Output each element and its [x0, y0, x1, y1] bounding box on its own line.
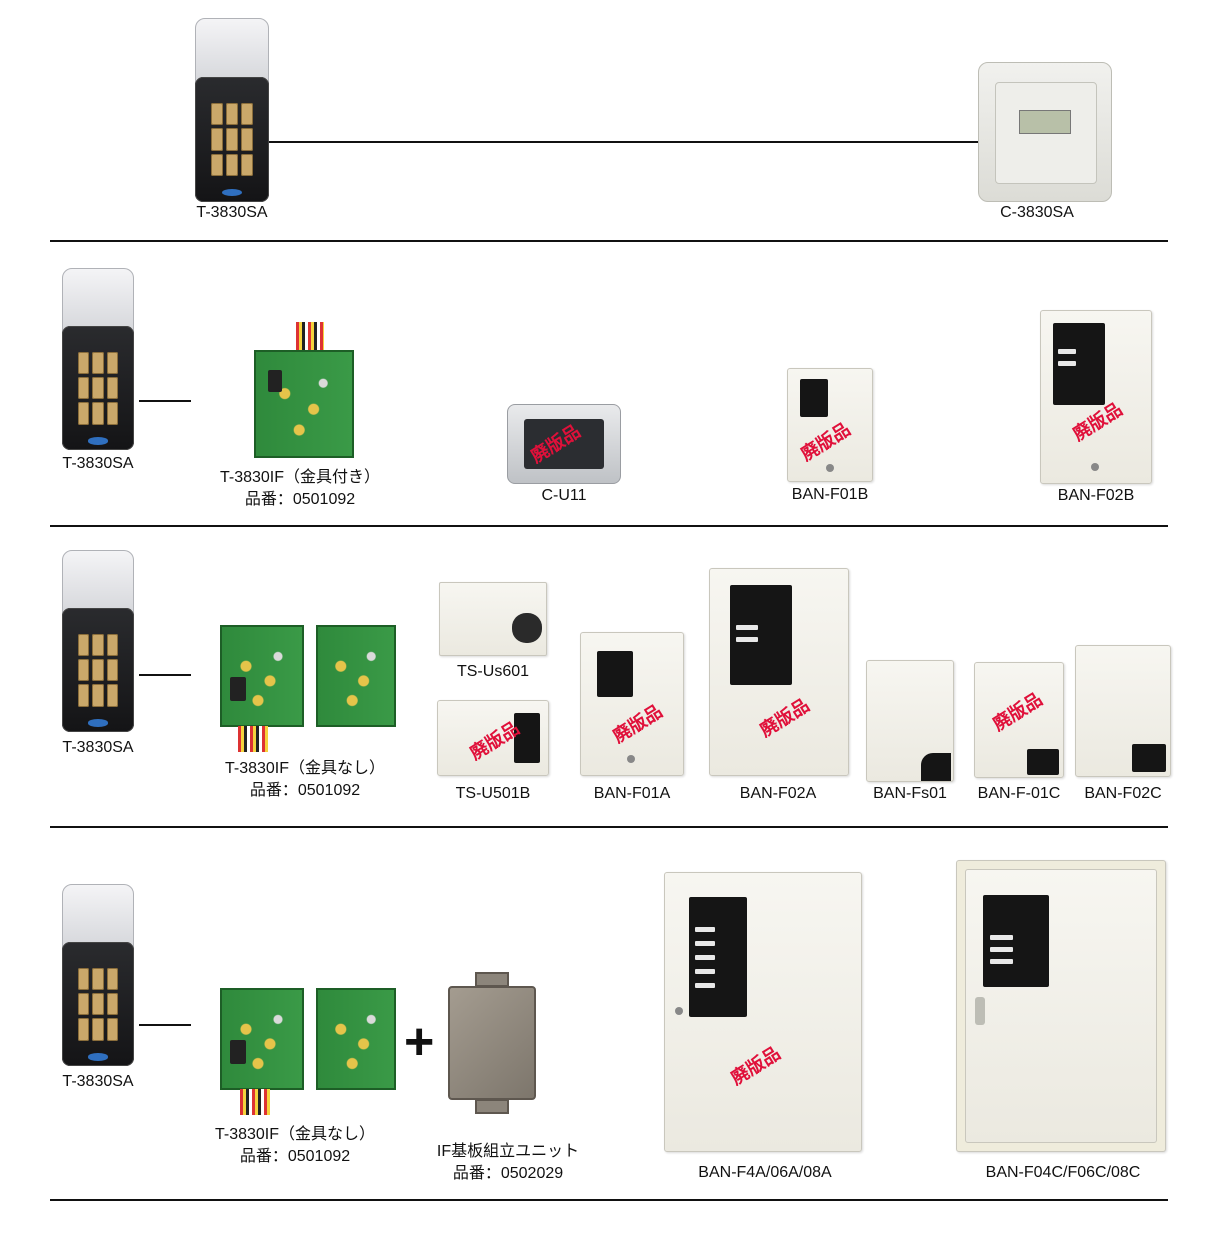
- controller-label-row1: C-3830SA: [1000, 204, 1074, 221]
- board-label-row4: T-3830IF（金具なし）: [214, 1126, 376, 1143]
- product-label-ban-f02b: BAN-F02B: [1057, 487, 1135, 504]
- product-label-c-u11: C-U11: [541, 487, 587, 504]
- controller-device-row1: [978, 62, 1112, 202]
- divider-row3: [50, 826, 1168, 828]
- connection-line-row2: [139, 400, 191, 402]
- product-label-ban-f04c-f06c-08c: BAN-F04C/F06C/08C: [985, 1164, 1141, 1181]
- keypad-device-row2: [62, 268, 134, 450]
- board-part-row3: 品番：0501092: [249, 782, 361, 799]
- connection-line-row1: [269, 141, 979, 143]
- keypad-device-row1: [195, 18, 269, 202]
- interface-board-row2: [254, 350, 354, 458]
- board-label-row2: T-3830IF（金具付き）: [219, 469, 381, 486]
- connection-line-row3: [139, 674, 191, 676]
- product-ban-f04c-f06c-08c: [956, 860, 1166, 1152]
- plus-sign: +: [404, 1013, 435, 1071]
- product-ban-f4a-06a-08a: [664, 872, 862, 1152]
- product-label-ban-f02c: BAN-F02C: [1084, 785, 1162, 802]
- product-label-ban-fs01: BAN-Fs01: [873, 785, 947, 802]
- interface-board-a-row4: [220, 988, 304, 1090]
- product-label-ts-us601: TS-Us601: [456, 663, 530, 680]
- product-ban-f01b: [787, 368, 873, 482]
- product-label-ts-u501b: TS-U501B: [455, 785, 531, 802]
- product-label-ban-f4a-06a-08a: BAN-F4A/06A/08A: [698, 1164, 832, 1181]
- interface-board-a-row3: [220, 625, 304, 727]
- board-label-row3: T-3830IF（金具なし）: [224, 760, 386, 777]
- product-ban-f01a: [580, 632, 684, 776]
- product-ban-f02a: [709, 568, 849, 776]
- if-board-assembly-unit: [448, 972, 536, 1114]
- unit-part: 品番：0502029: [452, 1165, 564, 1182]
- product-ban-fs01: [866, 660, 954, 782]
- board-wires-row4: [240, 1089, 270, 1115]
- product-ts-u501b: [437, 700, 549, 776]
- keypad-label-row2: T-3830SA: [62, 455, 134, 472]
- product-ban-f-01c: [974, 662, 1064, 778]
- product-ban-f02c: [1075, 645, 1171, 777]
- board-part-row2: 品番：0501092: [244, 491, 356, 508]
- divider-row1: [50, 240, 1168, 242]
- product-ban-f02b: [1040, 310, 1152, 484]
- product-label-ban-f01b: BAN-F01B: [791, 486, 869, 503]
- divider-row2: [50, 525, 1168, 527]
- unit-label: IF基板組立ユニット: [436, 1143, 580, 1160]
- product-label-ban-f02a: BAN-F02A: [739, 785, 817, 802]
- keypad-label-row1: T-3830SA: [196, 204, 268, 221]
- interface-board-b-row4: [316, 988, 396, 1090]
- keypad-label-row3: T-3830SA: [62, 739, 134, 756]
- keypad-device-row3: [62, 550, 134, 732]
- connection-line-row4: [139, 1024, 191, 1026]
- product-c-u11: [507, 404, 621, 484]
- interface-board-b-row3: [316, 625, 396, 727]
- product-label-ban-f01a: BAN-F01A: [593, 785, 671, 802]
- board-wires-row3: [238, 726, 268, 752]
- product-label-ban-f-01c: BAN-F-01C: [977, 785, 1061, 802]
- divider-row4: [50, 1199, 1168, 1201]
- board-part-row4: 品番：0501092: [239, 1148, 351, 1165]
- product-ts-us601: [439, 582, 547, 656]
- keypad-device-row4: [62, 884, 134, 1066]
- keypad-label-row4: T-3830SA: [62, 1073, 134, 1090]
